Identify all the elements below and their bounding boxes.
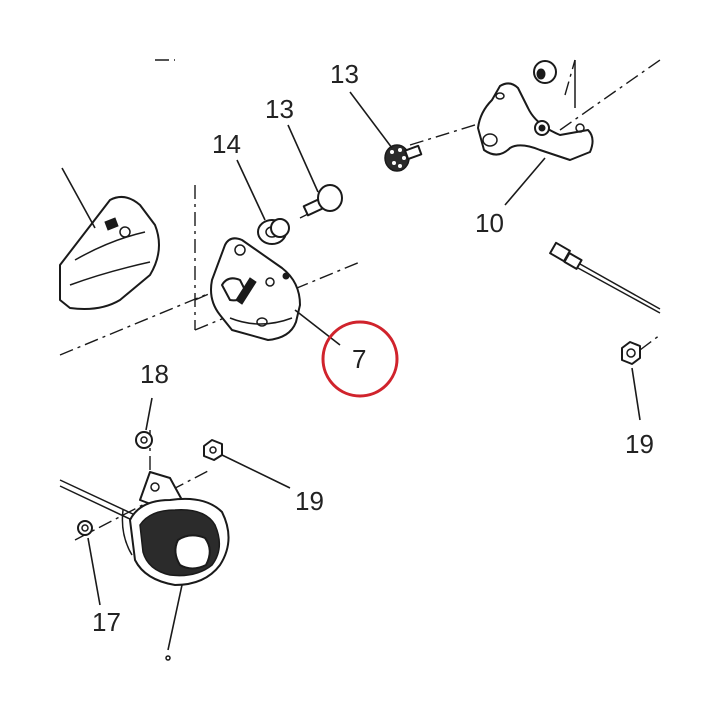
callout-7: 7	[352, 344, 366, 374]
highlight-circle	[321, 320, 399, 398]
wire-harness-right	[549, 241, 661, 314]
center-lines	[59, 59, 661, 541]
left-housing-part	[59, 167, 160, 310]
screw-part-13-left	[287, 124, 343, 217]
callout-19-bottom: 19	[295, 486, 324, 516]
bracket-part-7	[210, 237, 341, 346]
callout-13-left: 13	[265, 94, 294, 124]
callout-14: 14	[212, 129, 241, 159]
grommet-part-14	[236, 159, 290, 245]
callout-18: 18	[140, 359, 169, 389]
lamp-assembly	[59, 471, 230, 661]
screw-part-13-top	[349, 91, 423, 172]
bracket-part-10	[477, 60, 594, 206]
callout-labels: 13 13 14 10 7 18 19 19 17	[92, 59, 654, 637]
washer-part-18	[135, 397, 153, 449]
callout-19-right: 19	[625, 429, 654, 459]
callout-13-top: 13	[330, 59, 359, 89]
nut-part-19-lower	[203, 439, 291, 489]
washer-part-17	[77, 520, 101, 606]
callout-17: 17	[92, 607, 121, 637]
nut-part-19-right	[621, 341, 641, 421]
callout-10: 10	[475, 208, 504, 238]
